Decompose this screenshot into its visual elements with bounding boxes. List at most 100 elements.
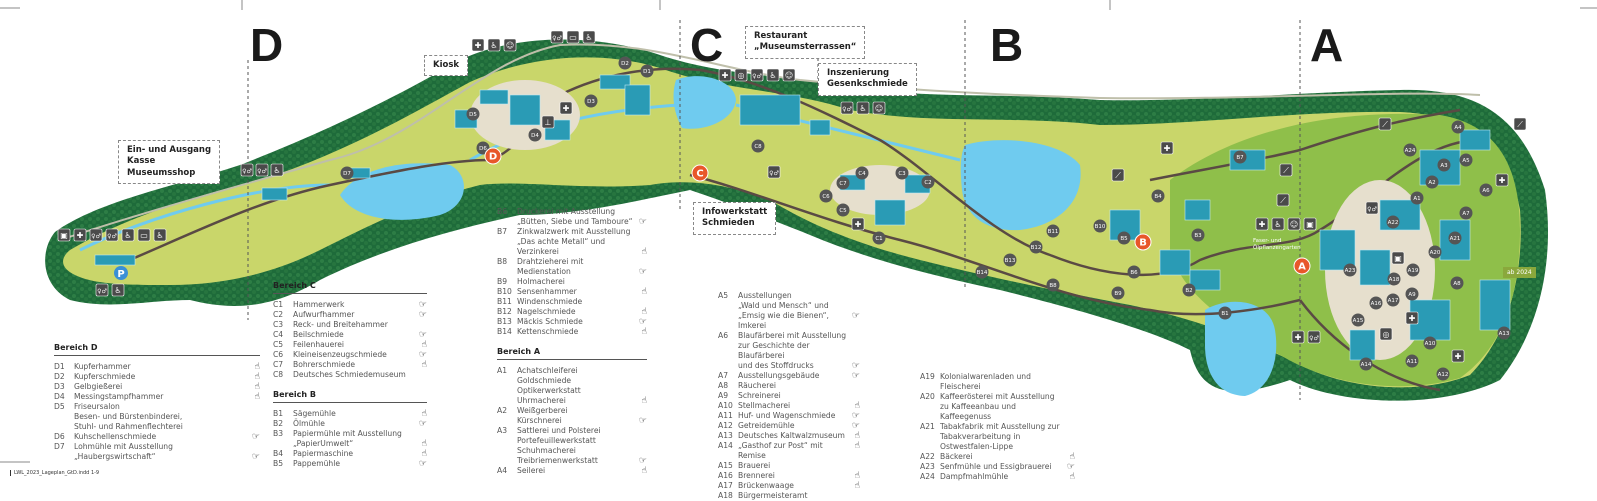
building-marker-a17[interactable]: A17 bbox=[1386, 293, 1400, 307]
building-marker-b14[interactable]: B14 bbox=[975, 265, 989, 279]
building-marker-a15[interactable]: A15 bbox=[1351, 313, 1365, 327]
building-marker-b3[interactable]: B3 bbox=[1191, 228, 1205, 242]
building-marker-d2[interactable]: D2 bbox=[618, 56, 632, 70]
building-marker-a12[interactable]: A12 bbox=[1436, 367, 1450, 381]
stairs-icon[interactable]: ⟋ bbox=[1276, 193, 1290, 207]
shop-icon[interactable]: ▣ bbox=[1391, 251, 1405, 265]
building-marker-a18[interactable]: A18 bbox=[1387, 272, 1401, 286]
building-marker-b12[interactable]: B12 bbox=[1029, 240, 1043, 254]
building-marker-b10[interactable]: B10 bbox=[1093, 219, 1107, 233]
building-marker-c1[interactable]: C1 bbox=[872, 231, 886, 245]
building-marker-a1[interactable]: A1 bbox=[1410, 191, 1424, 205]
building-marker-d5[interactable]: D5 bbox=[466, 107, 480, 121]
building-marker-a13[interactable]: A13 bbox=[1497, 326, 1511, 340]
stairs-icon[interactable]: ⟋ bbox=[1279, 163, 1293, 177]
building-marker-a14[interactable]: A14 bbox=[1359, 357, 1373, 371]
callout-entrance[interactable]: Ein- und Ausgang Kasse Museumsshop bbox=[118, 140, 221, 185]
building-marker-a5[interactable]: A5 bbox=[1459, 153, 1473, 167]
stairs-icon[interactable]: ⟋ bbox=[1513, 117, 1527, 131]
building-marker-d4[interactable]: D4 bbox=[528, 128, 542, 142]
area-marker-c[interactable]: C bbox=[691, 164, 709, 182]
wheelchair-icon[interactable]: ♿ bbox=[111, 283, 125, 297]
wheelchair-icon[interactable]: ♿ bbox=[1271, 217, 1285, 231]
building-marker-c8[interactable]: C8 bbox=[751, 139, 765, 153]
building-marker-a7[interactable]: A7 bbox=[1459, 206, 1473, 220]
callout-infowerkstatt[interactable]: Infowerkstatt Schmieden bbox=[693, 202, 777, 235]
shop-icon[interactable]: ▣ bbox=[1303, 217, 1317, 231]
baby-icon[interactable]: ☺ bbox=[872, 101, 886, 115]
stairs-icon[interactable]: ⟋ bbox=[1378, 117, 1392, 131]
building-marker-a3[interactable]: A3 bbox=[1437, 158, 1451, 172]
baby-icon[interactable]: ☺ bbox=[503, 38, 517, 52]
callout-restaurant[interactable]: Restaurant „Museumsterrassen“ bbox=[745, 26, 866, 59]
area-marker-d[interactable]: D bbox=[484, 147, 502, 165]
area-marker-a[interactable]: A bbox=[1293, 257, 1311, 275]
building-marker-a6[interactable]: A6 bbox=[1479, 183, 1493, 197]
baby-icon[interactable]: ☺ bbox=[782, 68, 796, 82]
baby-icon[interactable]: ☺ bbox=[1287, 217, 1301, 231]
shop-icon[interactable]: ▣ bbox=[57, 228, 71, 242]
wc-icon[interactable]: ♀♂ bbox=[750, 68, 764, 82]
first-aid-icon[interactable]: ✚ bbox=[1451, 349, 1465, 363]
building-marker-a20[interactable]: A20 bbox=[1428, 245, 1442, 259]
building-marker-b9[interactable]: B9 bbox=[1111, 286, 1125, 300]
building-marker-d1[interactable]: D1 bbox=[640, 64, 654, 78]
building-marker-a22[interactable]: A22 bbox=[1386, 215, 1400, 229]
first-aid-icon[interactable]: ✚ bbox=[471, 38, 485, 52]
building-marker-b11[interactable]: B11 bbox=[1046, 224, 1060, 238]
callout-kiosk[interactable]: Kiosk bbox=[424, 55, 469, 77]
first-aid-icon[interactable]: ✚ bbox=[851, 217, 865, 231]
first-aid-icon[interactable]: ✚ bbox=[1160, 141, 1174, 155]
parking-marker[interactable]: P bbox=[114, 266, 128, 280]
building-marker-a11[interactable]: A11 bbox=[1405, 354, 1419, 368]
building-marker-c3[interactable]: C3 bbox=[895, 166, 909, 180]
first-aid-icon[interactable]: ✚ bbox=[1291, 330, 1305, 344]
building-marker-d7[interactable]: D7 bbox=[340, 166, 354, 180]
wc-icon[interactable]: ♀♂ bbox=[105, 228, 119, 242]
wc-icon[interactable]: ♀♂ bbox=[1307, 330, 1321, 344]
building-marker-b13[interactable]: B13 bbox=[1003, 253, 1017, 267]
first-aid-icon[interactable]: ✚ bbox=[73, 228, 87, 242]
building-marker-a23[interactable]: A23 bbox=[1343, 263, 1357, 277]
building-marker-b6[interactable]: B6 bbox=[1127, 265, 1141, 279]
building-marker-c7[interactable]: C7 bbox=[836, 176, 850, 190]
wc-icon[interactable]: ♀♂ bbox=[840, 101, 854, 115]
first-aid-icon[interactable]: ✚ bbox=[559, 101, 573, 115]
building-marker-a8[interactable]: A8 bbox=[1450, 276, 1464, 290]
stairs-icon[interactable]: ⟋ bbox=[1111, 168, 1125, 182]
building-marker-a4[interactable]: A4 bbox=[1451, 120, 1465, 134]
first-aid-icon[interactable]: ✚ bbox=[1495, 173, 1509, 187]
wc-icon[interactable]: ♀♂ bbox=[550, 30, 564, 44]
area-marker-b[interactable]: B bbox=[1134, 233, 1152, 251]
wheelchair-icon[interactable]: ♿ bbox=[582, 30, 596, 44]
restaurant-icon[interactable]: ◎ bbox=[734, 68, 748, 82]
building-marker-b7[interactable]: B7 bbox=[1233, 150, 1247, 164]
building-marker-b2[interactable]: B2 bbox=[1182, 283, 1196, 297]
building-marker-b1[interactable]: B1 bbox=[1218, 306, 1232, 320]
building-marker-a24[interactable]: A24 bbox=[1403, 143, 1417, 157]
wc-icon[interactable]: ♀♂ bbox=[767, 165, 781, 179]
restaurant-icon[interactable]: ◎ bbox=[1379, 327, 1393, 341]
wc-icon[interactable]: ♀♂ bbox=[1365, 201, 1379, 215]
building-marker-a19[interactable]: A19 bbox=[1406, 263, 1420, 277]
shuttle-icon[interactable]: ▭ bbox=[137, 228, 151, 242]
building-marker-a21[interactable]: A21 bbox=[1448, 231, 1462, 245]
building-marker-a10[interactable]: A10 bbox=[1423, 336, 1437, 350]
building-marker-c6[interactable]: C6 bbox=[819, 189, 833, 203]
wheelchair-icon[interactable]: ♿ bbox=[856, 101, 870, 115]
wc-icon[interactable]: ♀♂ bbox=[95, 283, 109, 297]
first-aid-icon[interactable]: ✚ bbox=[1255, 217, 1269, 231]
building-marker-a16[interactable]: A16 bbox=[1369, 296, 1383, 310]
wheelchair-icon[interactable]: ♿ bbox=[153, 228, 167, 242]
building-marker-c5[interactable]: C5 bbox=[836, 203, 850, 217]
building-marker-c2[interactable]: C2 bbox=[921, 175, 935, 189]
seesaw-icon[interactable]: ⊥ bbox=[541, 115, 555, 129]
wc-icon[interactable]: ♀♂ bbox=[240, 163, 254, 177]
building-marker-b8[interactable]: B8 bbox=[1046, 278, 1060, 292]
wheelchair-icon[interactable]: ♿ bbox=[487, 38, 501, 52]
shuttle-icon[interactable]: ▭ bbox=[566, 30, 580, 44]
building-marker-b5[interactable]: B5 bbox=[1117, 231, 1131, 245]
wheelchair-icon[interactable]: ♿ bbox=[121, 228, 135, 242]
building-marker-c4[interactable]: C4 bbox=[855, 166, 869, 180]
